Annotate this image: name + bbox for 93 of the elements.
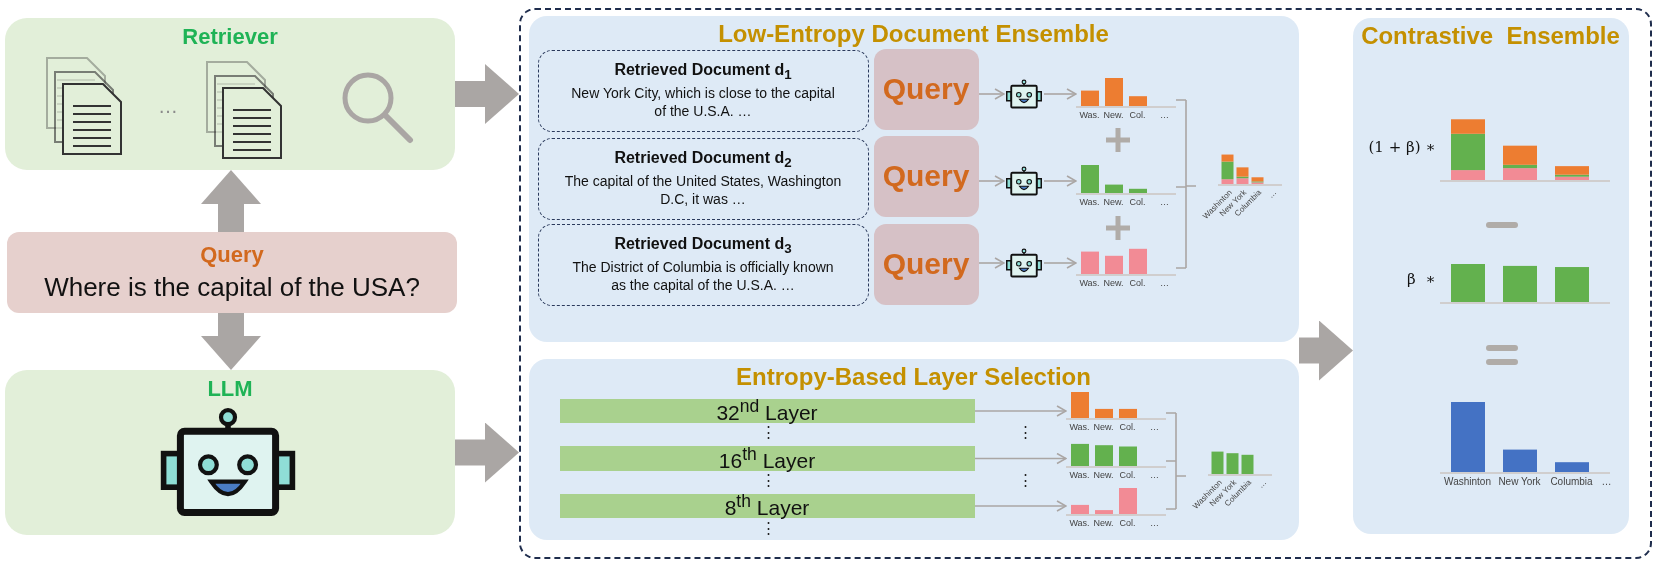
bar-chart [1439,261,1610,306]
axis-label: … [1149,421,1160,432]
panel-title: Retriever [181,24,279,50]
vertical-ellipsis: ⋮ [759,472,776,487]
vertical-ellipsis: ⋮ [1016,424,1034,439]
document-card [537,49,869,132]
robot-icon [1003,165,1044,196]
arrow [1043,88,1077,100]
axis-label: Col. [1128,277,1147,288]
panel [1352,17,1629,534]
document-heading: Retrieved Document d$_{3}$ [614,234,792,257]
axis-label: Col. [1118,469,1137,480]
module-panel [5,18,455,170]
axis-label: Washinton [1443,475,1492,487]
query-tile [873,135,979,217]
axis-label: Col. [1128,109,1147,120]
query-label: Query [882,247,970,281]
axis-label: New. [1102,277,1125,288]
document-heading: Retrieved Document d$_{1}$ [614,60,792,83]
block-arrow [455,422,519,483]
document-heading: Retrieved Document d$_{2}$ [614,148,792,171]
layer-bar [559,493,975,518]
axis-label: … [1601,475,1610,487]
panel [528,358,1299,540]
query-title: Query [200,242,264,268]
axis-label: Col. [1118,517,1137,528]
query-panel [7,232,457,313]
arrow [974,452,1067,465]
formula-label: β ∗ [1406,269,1436,288]
bracket-connector [1175,99,1197,269]
vertical-ellipsis: ⋮ [759,520,777,535]
panel [528,15,1299,342]
axis-label: Was. [1068,469,1091,480]
axis-label: New. [1092,421,1115,432]
panel-title: LLM [206,376,254,402]
ellipsis-text: … [157,96,179,116]
layer-bar [559,445,975,471]
panel-title: Low-Entropy Document Ensemble [717,19,1110,48]
axis-label: Col. [1118,421,1137,432]
formula-label: (1 + β) ∗ [1367,137,1436,156]
document-card [537,223,869,306]
dashed-frame [519,8,1652,559]
document-card [537,137,869,220]
axis-label: New. [1092,469,1115,480]
arrow [1043,175,1077,187]
arrow [974,405,1067,417]
panel-title: Entropy-Based Layer Selection [735,362,1092,391]
axis-label: New. [1102,109,1125,120]
axis-label: … [1159,109,1170,120]
block-arrow [201,313,261,370]
block-arrow [455,64,519,124]
axis-label: Was. [1068,517,1091,528]
module-panel [5,370,455,535]
layer-label: 16$^{th}$ Layer [718,443,816,473]
arrow [978,88,1005,100]
bracket-connector [1165,412,1187,510]
axis-label: Was. [1078,277,1101,288]
vertical-ellipsis: ⋮ [759,424,776,439]
axis-label: … [1266,187,1279,200]
axis-label: New. [1102,196,1125,207]
block-arrow [201,170,261,232]
axis-label: Was. [1078,109,1101,120]
axis-label: … [1159,196,1170,207]
axis-label: Was. [1078,196,1101,207]
robot-icon [1003,78,1044,109]
query-label: Query [882,159,970,193]
axis-label: Was. [1068,421,1091,432]
layer-bar [559,398,975,423]
arrow [978,257,1005,269]
panel-title: Contrastive Ensemble [1360,21,1621,50]
axis-label: Col. [1128,196,1147,207]
axis-label: … [1149,517,1160,528]
arrow [1043,257,1077,269]
query-label: Query [882,72,970,106]
axis-label: New. [1092,517,1115,528]
document-text: New York City, which is close to the capital of the U.S.A. … [570,84,836,121]
document-text: The capital of the United States, Washington D.C, it was … [564,172,842,209]
axis-label: … [1159,277,1170,288]
axis-label: … [1256,477,1269,490]
query-tile [873,48,979,130]
layer-label: 8$^{th}$ Layer [724,491,810,520]
query-tile [873,223,979,305]
axis-label: New York [1497,475,1542,487]
document-text: The District of Columbia is officially known as the capital of the U.S.A. … [571,258,835,295]
axis-label: … [1149,469,1160,480]
robot-icon [1003,247,1044,278]
vertical-ellipsis: ⋮ [1016,472,1034,487]
layer-label: 32$^{nd}$ Layer [716,396,818,425]
arrow [978,175,1005,187]
question-text: Where is the capital of the USA? [44,272,420,303]
block-arrow [1299,320,1353,381]
arrow [974,500,1067,512]
axis-label: Columbia [1549,475,1594,487]
